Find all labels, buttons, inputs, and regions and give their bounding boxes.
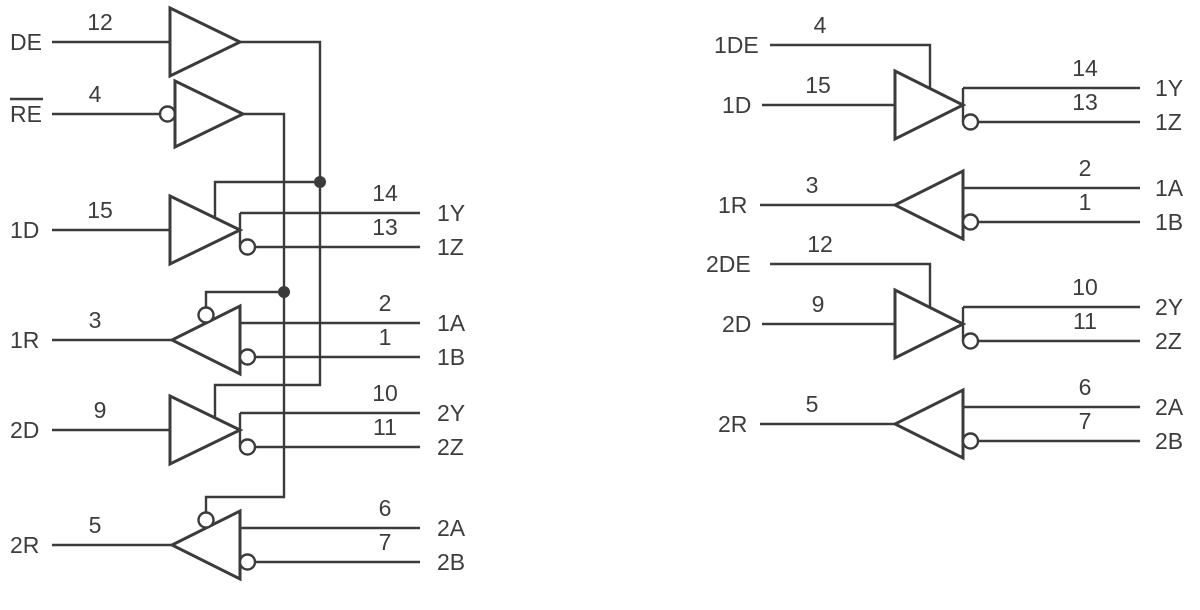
driver-1-label: 1D [722,92,751,118]
input-1b-label: 1B [1155,209,1183,235]
left-diagram: DE 12 RE 4 1D 15 14 1Y 13 1Z [10,5,466,582]
input-1b-label: 1B [437,344,465,370]
re-pin-number: 4 [89,81,102,107]
re-enable-buffer: RE 4 [10,78,290,513]
re-input-bubble [158,105,177,123]
output-1y-label: 1Y [1155,75,1183,101]
re-junction-dot [278,286,290,298]
input-1a-label: 1A [1155,175,1184,201]
output-2z-label: 2Z [437,434,464,460]
output-1z-label: 1Z [1155,109,1182,135]
receiver-1-b-bubble [961,213,980,231]
driver-2: 2D 9 10 2Y 11 2Z [10,380,465,467]
receiver-1-label: 1R [10,327,39,353]
right-diagram: 1DE 4 1D 15 14 1Y 13 1Z 1R 3 2 [706,12,1184,461]
re-output-net [204,112,286,513]
receiver-2: 2R 5 6 2A 7 2B [10,495,466,582]
receiver-2-enable-bubble [197,511,215,529]
input-2a-label: 2A [437,515,466,541]
driver-2-z-bubble [238,438,257,456]
input-2a-pin-number: 6 [1079,374,1092,400]
receiver-2-pin-number: 5 [806,391,819,417]
receiver-1-label: 1R [718,192,747,218]
input-2b-label: 2B [437,549,465,575]
receiver-2-triangle [891,387,965,461]
driver-1: 1D 15 14 1Y 13 1Z [10,180,465,267]
enable-2de: 2DE 12 [706,231,932,308]
output-1y-label: 1Y [437,200,465,226]
driver-1-z-bubble [961,113,980,131]
input-2b-label: 2B [1155,428,1183,454]
driver-1-pin-number: 15 [87,197,113,223]
driver-1-label: 1D [10,217,39,243]
output-1z-label: 1Z [437,234,464,260]
de-label: DE [10,29,42,55]
driver-2-label: 2D [10,417,39,443]
de-junction-dot [314,176,326,188]
receiver-2-b-bubble [238,553,257,571]
input-1a-pin-number: 2 [1079,155,1092,181]
output-1y-pin-number: 14 [372,180,398,206]
receiver-1-right: 1R 3 2 1A 1 1B [718,155,1184,242]
receiver-1-enable-bubble [197,306,215,324]
output-1y-pin-number: 14 [1072,55,1098,81]
driver-2-triangle [168,393,244,467]
output-2y-label: 2Y [437,400,465,426]
receiver-1-b-bubble [238,348,257,366]
output-2z-pin-number: 11 [373,414,397,440]
output-2y-pin-number: 10 [372,380,398,406]
input-1a-pin-number: 2 [379,290,392,316]
2de-label: 2DE [706,251,751,277]
re-label: RE [10,101,42,127]
re-buffer-triangle [173,78,247,150]
de-buffer-triangle [168,5,244,79]
output-2y-label: 2Y [1155,294,1183,320]
output-2y-pin-number: 10 [1072,274,1098,300]
driver-2-triangle [893,287,967,361]
driver-2-z-bubble [961,332,980,350]
2de-wire [770,262,932,308]
1de-label: 1DE [714,32,759,58]
1de-pin-number: 4 [814,12,827,38]
input-1b-pin-number: 1 [379,324,392,350]
driver-1-z-bubble [238,238,257,256]
output-1z-pin-number: 13 [1072,89,1098,115]
receiver-1: 1R 3 2 1A 1 1B [10,290,466,377]
receiver-1-triangle [891,168,965,242]
input-2a-label: 2A [1155,394,1184,420]
driver-2-pin-number: 9 [94,397,107,423]
input-2b-pin-number: 7 [379,529,392,555]
driver-1-triangle [893,68,967,142]
receiver-1-pin-number: 3 [806,172,819,198]
driver-2-right: 2D 9 10 2Y 11 2Z [722,274,1183,361]
driver-1-triangle [168,193,244,267]
receiver-2-label: 2R [718,411,747,437]
output-1z-pin-number: 13 [372,214,398,240]
receiver-1-pin-number: 3 [89,307,102,333]
receiver-2-b-bubble [961,432,980,450]
2de-pin-number: 12 [807,231,833,257]
input-2b-pin-number: 7 [1079,408,1092,434]
driver-2-label: 2D [722,311,751,337]
1de-wire [770,43,932,89]
input-1a-label: 1A [437,310,466,336]
driver-1-pin-number: 15 [805,72,831,98]
receiver-2-label: 2R [10,532,39,558]
input-2a-pin-number: 6 [379,495,392,521]
receiver-2-pin-number: 5 [89,512,102,538]
output-2z-label: 2Z [1155,328,1182,354]
input-1b-pin-number: 1 [1079,189,1092,215]
enable-1de: 1DE 4 [714,12,932,89]
de-pin-number: 12 [87,9,113,35]
output-2z-pin-number: 11 [1073,308,1097,334]
driver-1-right: 1D 15 14 1Y 13 1Z [722,55,1183,142]
driver-2-pin-number: 9 [812,291,825,317]
receiver-2-right: 2R 5 6 2A 7 2B [718,374,1184,461]
